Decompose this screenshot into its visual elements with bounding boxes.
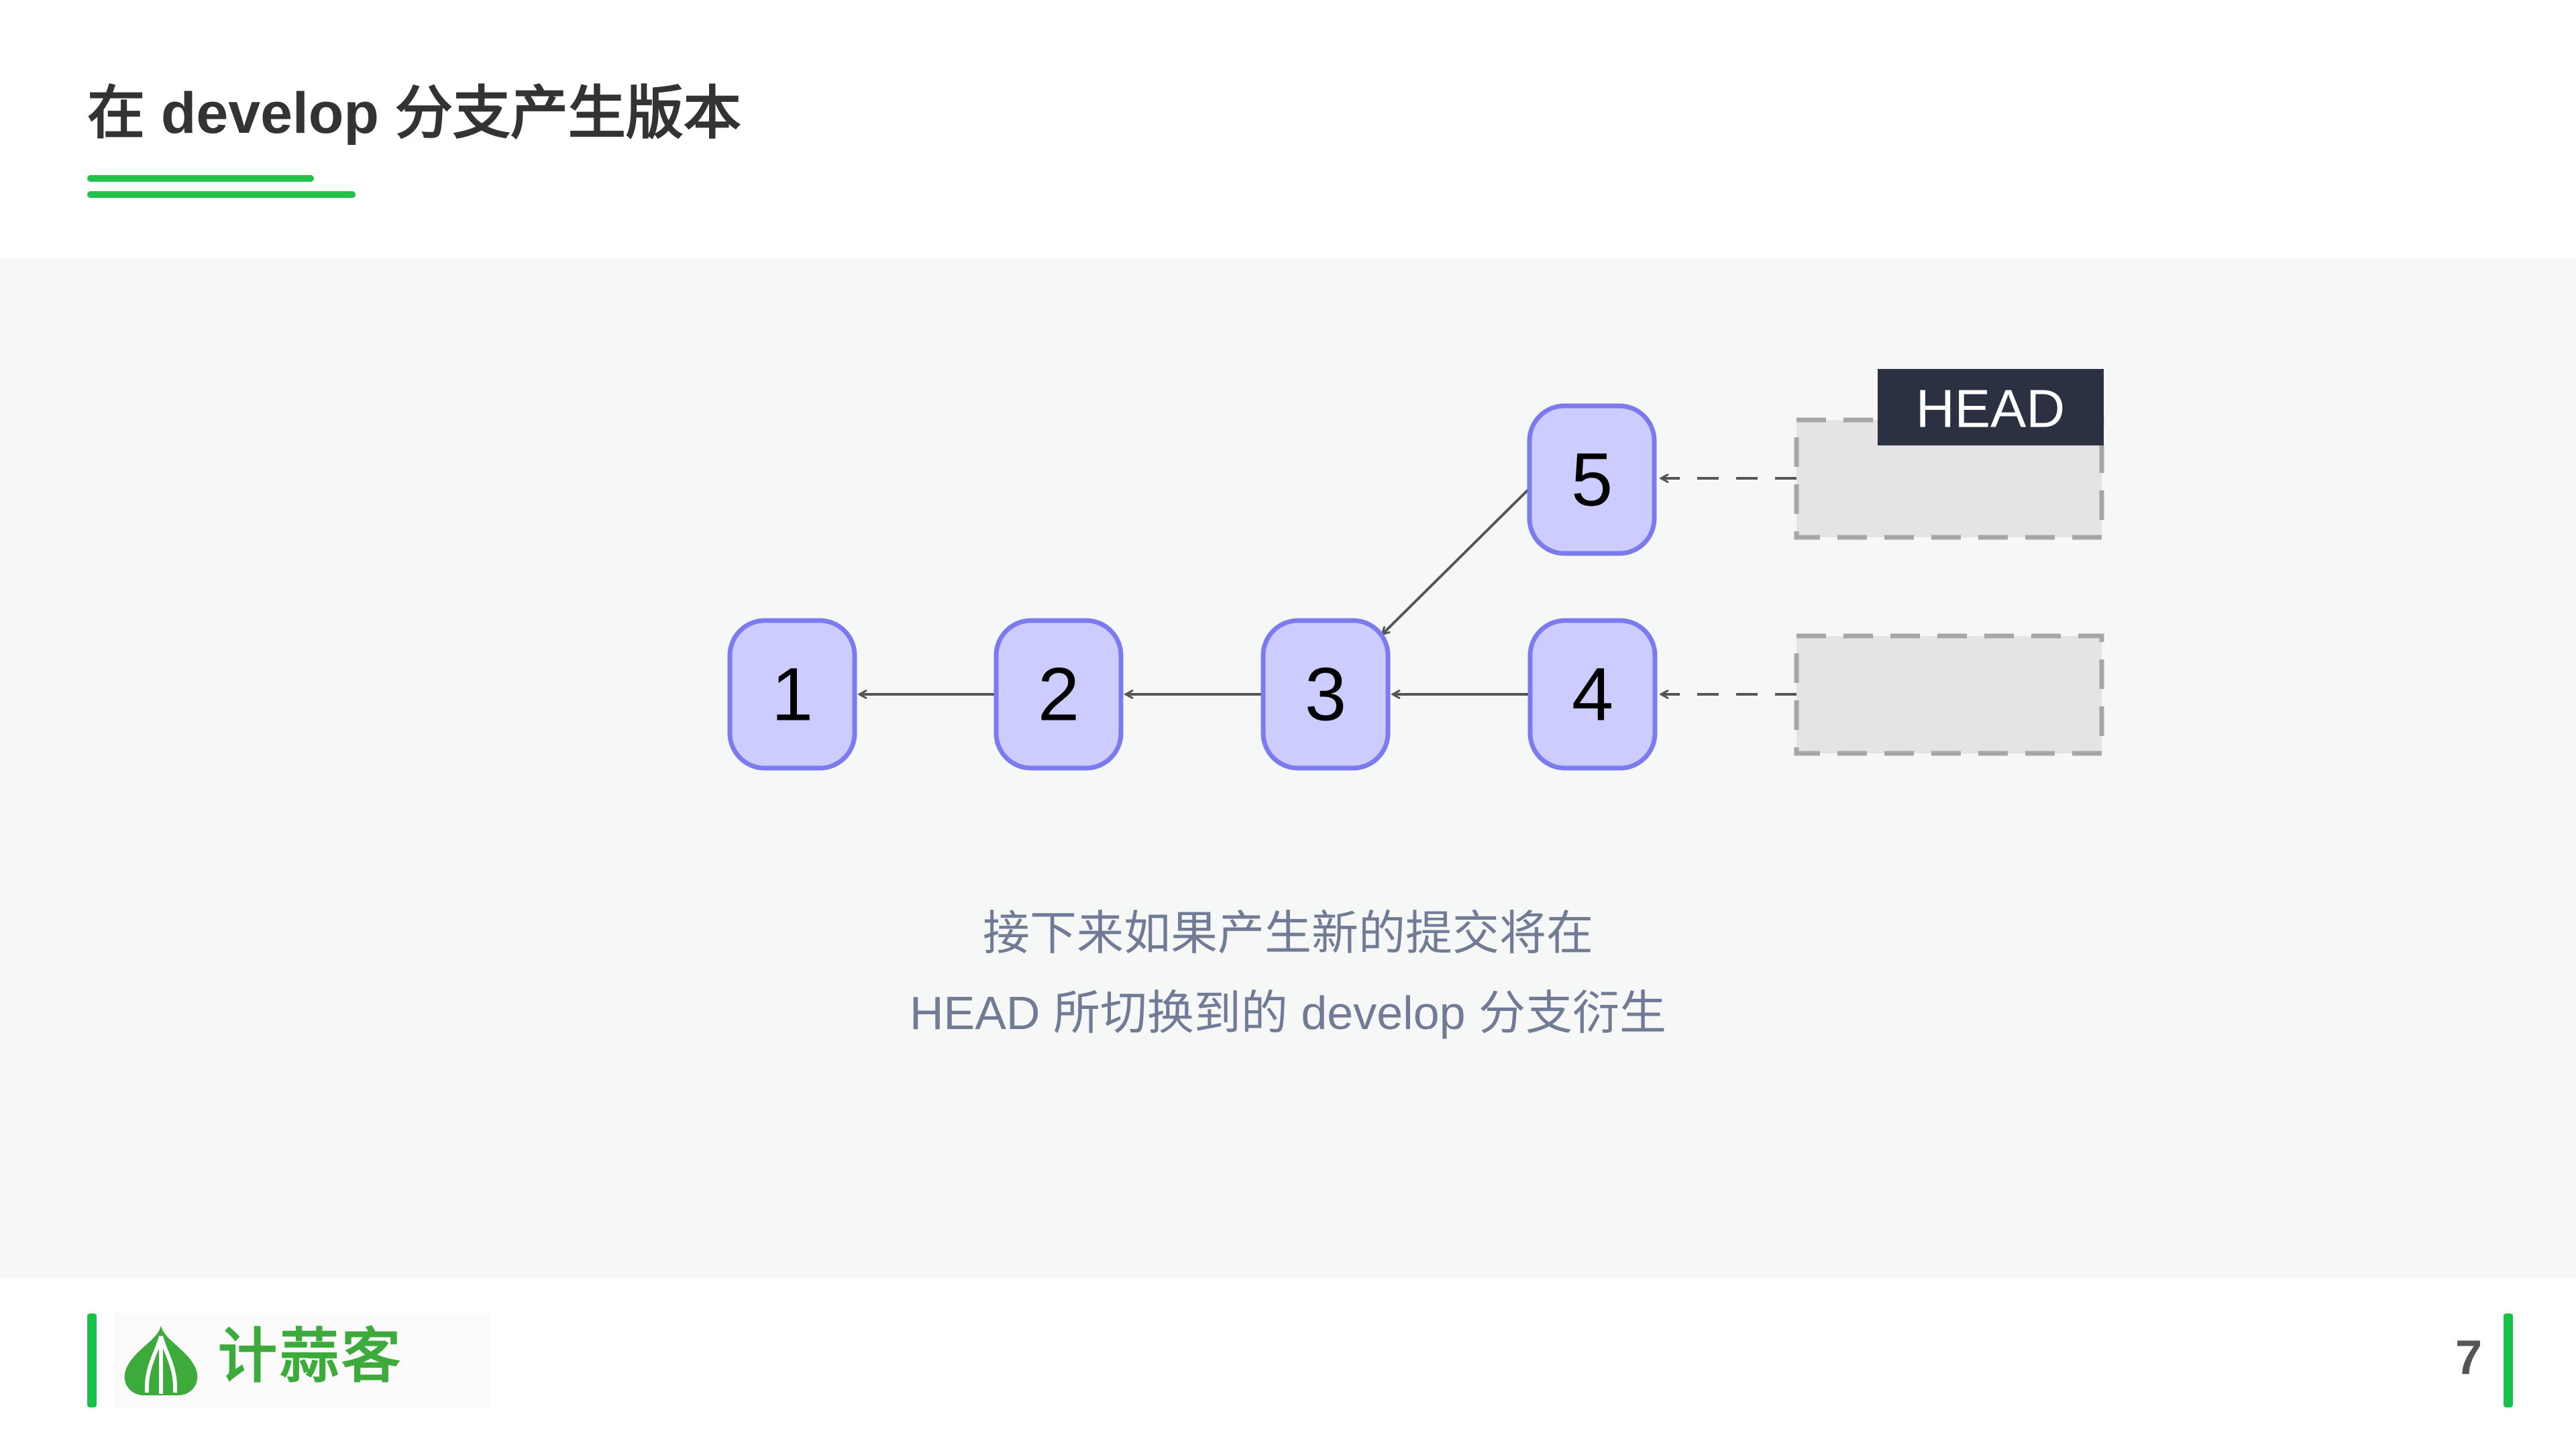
commit-label-3: 3: [1305, 653, 1346, 737]
commit-node-4: 4: [1527, 618, 1658, 771]
commit-node-5: 5: [1527, 403, 1657, 556]
caption-line-1: 接下来如果产生新的提交将在: [983, 907, 1593, 959]
page-number: 7: [2455, 1331, 2483, 1385]
title-underline-short: [87, 175, 314, 182]
garlic-logo-icon: [124, 1326, 198, 1395]
head-label: HEAD: [1916, 379, 2065, 439]
commit-label-2: 2: [1038, 653, 1079, 737]
caption-line-2: HEAD 所切换到的 develop 分支衍生: [909, 987, 1667, 1039]
commit-label-5: 5: [1571, 438, 1613, 522]
footer-accent-left: [87, 1313, 97, 1407]
brand-name: 计蒜客: [218, 1323, 404, 1389]
commit-node-2: 2: [994, 618, 1124, 771]
footer-accent-right: [2504, 1313, 2513, 1407]
commit-label-1: 1: [771, 653, 813, 737]
commit-node-3: 3: [1260, 618, 1391, 771]
head-marker: HEAD: [1878, 369, 2104, 445]
commit-node-1: 1: [727, 618, 857, 771]
title-underline-long: [87, 191, 356, 198]
parent-link-5-to-3: [1383, 488, 1529, 634]
slide-title: 在 develop 分支产生版本: [87, 81, 741, 146]
branch-pointer-bottom: [1794, 633, 2104, 756]
commit-label-4: 4: [1572, 653, 1613, 737]
